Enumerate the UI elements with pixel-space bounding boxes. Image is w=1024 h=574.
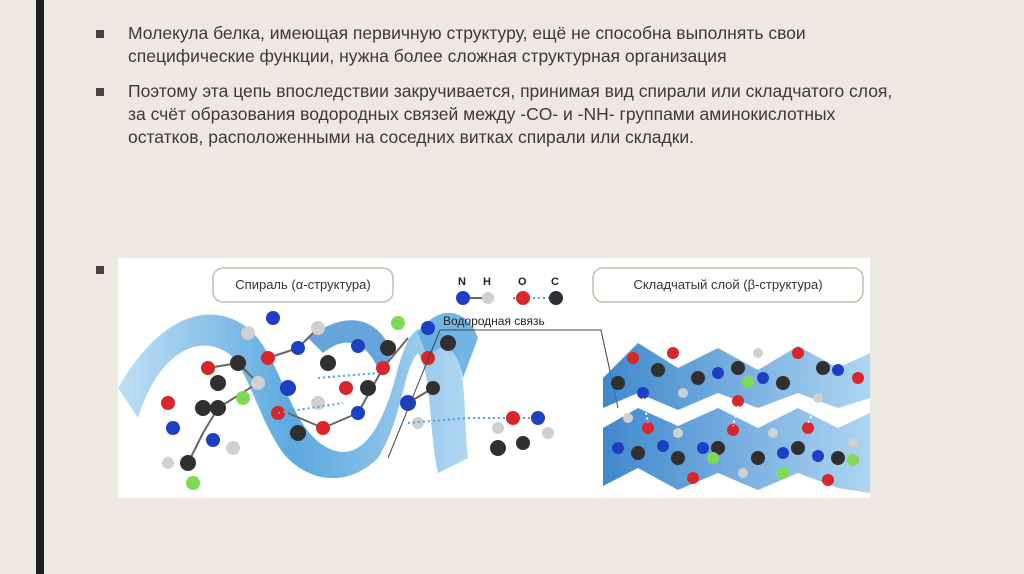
legend-hydrogen: H: [483, 276, 491, 288]
alpha-helix-ribbon: [118, 312, 478, 479]
vertical-accent-bar: [36, 0, 44, 574]
sheet-label: Складчатый слой (β-структура): [633, 276, 823, 292]
bullet-list: Молекула белка, имеющая первичную структ…: [96, 22, 896, 161]
bullet-item: Поэтому эта цепь впоследствии закручивае…: [96, 80, 896, 149]
protein-structure-figure: Спираль (α-структура) Складчатый слой (β…: [118, 258, 870, 498]
helix-atoms: [161, 311, 554, 490]
left-margin: [0, 0, 40, 574]
bullet-item: Молекула белка, имеющая первичную структ…: [96, 22, 896, 68]
bullet-square-icon: [96, 266, 104, 274]
bullet-text: Молекула белка, имеющая первичную структ…: [128, 23, 806, 66]
legend-nitrogen: N: [458, 276, 466, 288]
bullet-square-icon: [96, 30, 104, 38]
empty-bullet: [96, 266, 106, 276]
beta-sheet: [603, 343, 870, 493]
legend-atoms: [456, 291, 563, 305]
bullet-square-icon: [96, 88, 104, 96]
legend-oxygen: O: [518, 276, 527, 288]
bullet-text: Поэтому эта цепь впоследствии закручивае…: [128, 81, 893, 147]
protein-structure-illustration: [118, 267, 870, 493]
hydrogen-bond-label: Водородная связь: [443, 314, 545, 328]
helix-label: Спираль (α-структура): [235, 276, 371, 292]
legend-carbon: C: [551, 276, 559, 288]
